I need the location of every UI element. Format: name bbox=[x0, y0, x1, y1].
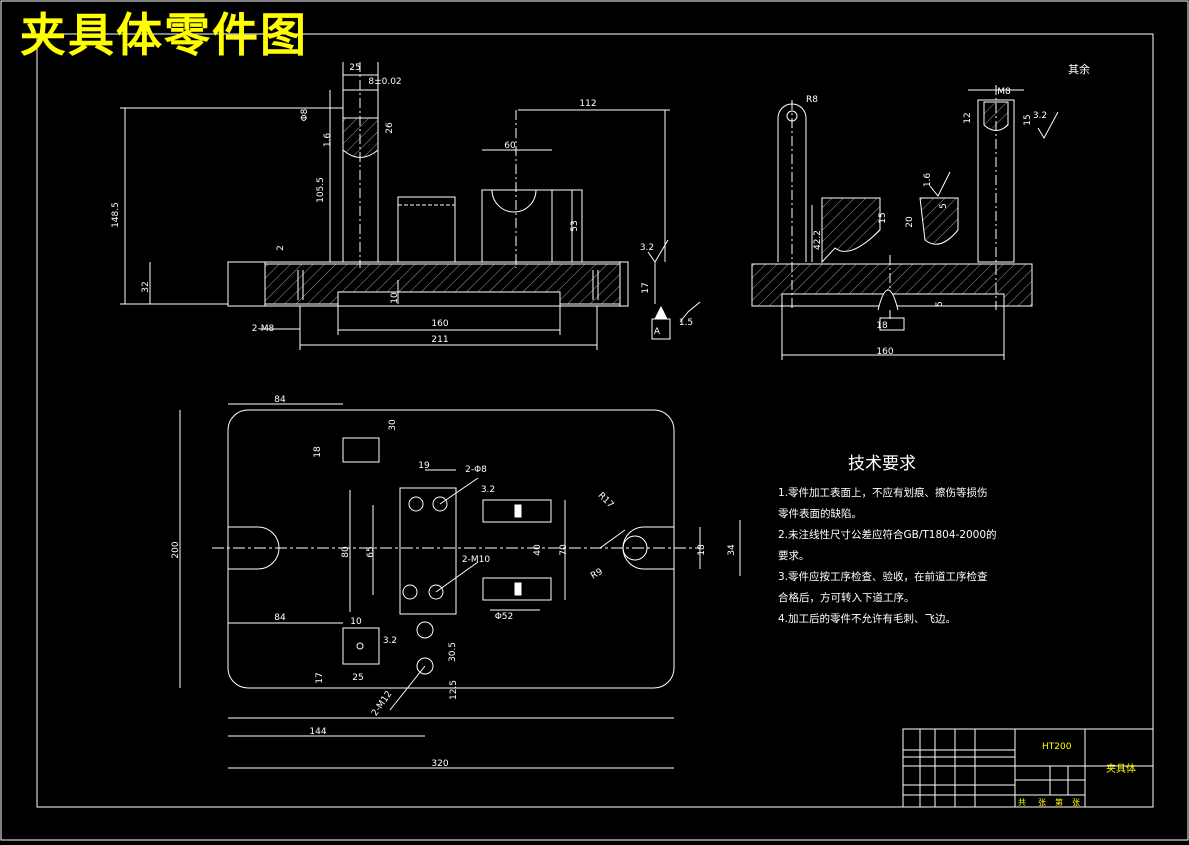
dimension-label: 8±0.02 bbox=[368, 77, 401, 87]
tech-req-line: 2.未注线性尺寸公差应符合GB/T1804-2000的 bbox=[778, 529, 997, 541]
technical-requirements: 技术要求 1.零件加工表面上，不应有划痕、擦伤等损伤 零件表面的缺陷。 2.未注… bbox=[778, 454, 1008, 630]
dimension-label: 160 bbox=[876, 347, 893, 357]
dimension-label: 148.5 bbox=[111, 202, 121, 228]
dimension-label: 34 bbox=[727, 544, 737, 556]
dimension-label: 2-M8 bbox=[252, 324, 275, 334]
front-view bbox=[120, 62, 701, 350]
title-block-sheet-total: 共 bbox=[1018, 798, 1026, 807]
dimension-label: 30 bbox=[388, 419, 398, 431]
dimension-label: 144 bbox=[309, 727, 326, 737]
title-block-material: HT200 bbox=[1042, 742, 1072, 752]
dimension-label: 1.6 bbox=[323, 133, 333, 148]
dimension-label: 3.2 bbox=[1033, 111, 1047, 121]
dimension-label: 40 bbox=[533, 544, 543, 556]
dimension-label: 2 bbox=[276, 245, 286, 251]
dimension-label: 2-M12 bbox=[370, 689, 394, 718]
tech-req-line: 4.加工后的零件不允许有毛刺、飞边。 bbox=[778, 613, 957, 625]
roughness-note: 其余 bbox=[1068, 63, 1090, 76]
dimension-label: R9 bbox=[589, 567, 605, 582]
dimension-label: 320 bbox=[431, 759, 448, 769]
dimension-label: 3.2 bbox=[481, 485, 495, 495]
dimension-label: 32 bbox=[141, 281, 151, 292]
dimension-label: 18 bbox=[313, 446, 323, 458]
dimension-label: 5 bbox=[935, 301, 945, 307]
title-block-sheet-num: 第 bbox=[1055, 798, 1063, 807]
dimension-label: R8 bbox=[806, 95, 818, 105]
dimension-label: 105.5 bbox=[316, 177, 326, 203]
dimension-label: 3.2 bbox=[640, 243, 654, 253]
top-view bbox=[179, 403, 741, 769]
dimension-label: 53 bbox=[570, 220, 580, 231]
tech-req-line: 零件表面的缺陷。 bbox=[778, 508, 862, 520]
dimension-label: 26 bbox=[385, 122, 395, 134]
dimension-label: 112 bbox=[579, 99, 596, 109]
dimension-label: 17 bbox=[641, 282, 651, 293]
tech-req-line: 要求。 bbox=[778, 550, 810, 562]
dimension-label: 2-M10 bbox=[462, 555, 490, 565]
dimension-label: 2-Φ8 bbox=[465, 465, 487, 475]
dimension-label: 17 bbox=[315, 672, 325, 683]
dimension-label: 10 bbox=[390, 292, 400, 304]
dimension-label: 5 bbox=[939, 203, 949, 209]
dimension-label: 1.5 bbox=[679, 318, 693, 328]
dimension-label: 20 bbox=[905, 216, 915, 228]
dimension-label: 80 bbox=[341, 546, 351, 558]
title-block-sheet-unit2: 张 bbox=[1072, 798, 1080, 807]
dimension-label: 200 bbox=[171, 541, 181, 558]
dimension-label: 65 bbox=[366, 546, 376, 557]
tech-req-heading: 技术要求 bbox=[848, 454, 916, 474]
dimension-label: 12 bbox=[963, 112, 973, 123]
dimension-label: 18 bbox=[697, 544, 707, 556]
tech-req-line: 合格后，方可转入下道工序。 bbox=[778, 592, 915, 604]
title-block-part-name: 夹具体 bbox=[1106, 764, 1136, 775]
title-block-sheet-unit: 张 bbox=[1038, 798, 1046, 807]
dimension-label: 25 bbox=[349, 63, 360, 73]
inner-border bbox=[36, 33, 1154, 808]
dimension-label: 1.6 bbox=[923, 173, 933, 188]
dimension-label: 18 bbox=[876, 321, 888, 331]
dimension-label: 211 bbox=[431, 335, 448, 345]
title-block bbox=[902, 728, 1154, 808]
side-view bbox=[751, 85, 1059, 360]
dimension-label: 42.2 bbox=[813, 230, 823, 250]
dimension-label: 84 bbox=[274, 613, 286, 623]
dimension-label: Φ52 bbox=[495, 612, 514, 622]
dimension-label: 70 bbox=[559, 544, 569, 556]
dimension-label: R17 bbox=[596, 491, 616, 511]
dimension-label: 19 bbox=[418, 461, 430, 471]
dimension-label: 15 bbox=[1023, 114, 1033, 125]
dimension-label: 25 bbox=[352, 673, 363, 683]
tech-req-line: 1.零件加工表面上，不应有划痕、擦伤等损伤 bbox=[778, 487, 988, 499]
dimension-label: M8 bbox=[997, 87, 1011, 97]
dimension-label: Φ8 bbox=[300, 108, 310, 121]
drawing-title: 夹具体零件图 bbox=[20, 8, 308, 62]
dimension-label: 60 bbox=[504, 141, 516, 151]
dimension-label: 84 bbox=[274, 395, 286, 405]
dimension-label: 30.5 bbox=[448, 642, 458, 662]
dimension-label: 3.2 bbox=[383, 636, 397, 646]
tech-req-line: 3.零件应按工序检查、验收，在前道工序检查 bbox=[778, 571, 988, 583]
dimension-label: 10 bbox=[350, 617, 362, 627]
dimension-label: 160 bbox=[431, 319, 448, 329]
dimension-label: 12.5 bbox=[449, 680, 459, 700]
dimension-label: A bbox=[654, 327, 661, 337]
dimension-label: 15 bbox=[878, 212, 888, 223]
